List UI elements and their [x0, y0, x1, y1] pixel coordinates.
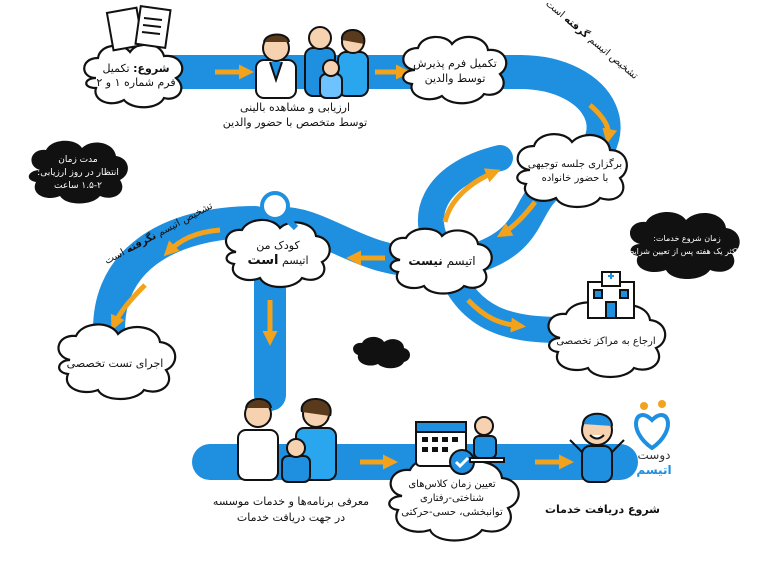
clouds	[57, 35, 667, 542]
dark-clouds	[28, 140, 740, 369]
start-line1: شروع: تکمیل	[102, 62, 170, 75]
logo: دوست اتیسم	[622, 448, 686, 478]
node-guidance-session: برگزاری جلسه توجیهی با حضور خانواده	[520, 158, 630, 186]
node-specialized-test: اجرای تست تخصصی	[66, 357, 164, 370]
cloud-referral	[547, 301, 667, 379]
arrow-3	[588, 103, 618, 144]
intake-line2: توسط والدین	[424, 72, 486, 85]
wait-line2: انتظار در روز ارزیابی:	[37, 168, 119, 178]
service-time-line1: زمان شروع خدمات:	[653, 234, 721, 243]
node-autistic: کودک من اتیسم است	[232, 238, 324, 268]
cloud-guidance	[516, 133, 628, 209]
class-line1: تعیین زمان کلاس‌های	[408, 479, 496, 490]
node-class-schedule: تعیین زمان کلاس‌های شناختی-رفتاری توانبخ…	[392, 478, 512, 520]
wait-line3: ۱.۵-۲ ساعت	[54, 181, 102, 191]
program-line1: معرفی برنامه‌ها و خدمات موسسه	[212, 495, 370, 508]
cloud-specialized-test	[57, 323, 177, 401]
class-line2: شناختی-رفتاری	[420, 493, 484, 504]
node-not-autistic: اتیسم نیست	[396, 254, 488, 269]
node-service-start: شروع دریافت خدمات	[544, 503, 660, 516]
service-time-line2: حداکثر یک هفته پس از تعیین شرایط	[626, 247, 748, 256]
logo-line1: دوست	[637, 448, 671, 462]
therapist-child-icon	[469, 416, 505, 463]
info-service-time: زمان شروع خدمات: حداکثر یک هفته پس از تع…	[622, 232, 752, 258]
cloud-wait-time	[28, 140, 128, 204]
wait-line1: مدت زمان	[58, 155, 98, 165]
orange-arrows	[110, 64, 618, 470]
path-left-arc	[93, 206, 271, 361]
cloud-intake	[402, 35, 508, 105]
heart-logo-icon	[634, 400, 670, 451]
magnifier-icon	[260, 191, 299, 231]
guidance-line1: برگزاری جلسه توجیهی	[527, 159, 623, 170]
cloud-small-dark	[353, 336, 410, 369]
node-program-intro: معرفی برنامه‌ها و خدمات موسسه در جهت دری…	[196, 494, 386, 526]
cloud-autistic	[225, 218, 331, 289]
program-line2: در جهت دریافت خدمات	[236, 511, 346, 524]
hospital-icon	[587, 271, 635, 319]
family-group-icon	[237, 398, 337, 483]
happy-child-icon	[569, 412, 625, 483]
node-intake-form: تکمیل فرم پذیرش توسط والدین	[405, 56, 505, 86]
flow-paths	[93, 55, 638, 480]
not-autistic-bold: نیست	[408, 254, 443, 268]
arrow-8	[110, 283, 147, 331]
node-evaluation: ارزیابی و مشاهده بالینی توسط متخصص با حض…	[210, 100, 380, 130]
arrow-9	[466, 298, 526, 333]
arrow-7	[163, 227, 221, 257]
info-wait-time: مدت زمان انتظار در روز ارزیابی: ۱.۵-۲ سا…	[28, 154, 128, 193]
cloud-not-autistic	[389, 227, 493, 295]
not-autistic-text: اتیسم	[442, 254, 476, 268]
evaluation-line2: توسط متخصص با حضور والدین	[222, 116, 368, 129]
start-line2: فرم شماره ۱ و ۲	[96, 76, 176, 89]
logo-line2: اتیسم	[636, 463, 672, 477]
cloud-start	[83, 43, 184, 109]
autistic-line2: اتیسم است	[247, 253, 309, 268]
node-start: شروع: تکمیل فرم شماره ۱ و ۲	[88, 62, 184, 90]
doctor-icon	[255, 33, 297, 99]
family-icon	[304, 26, 369, 99]
intake-line1: تکمیل فرم پذیرش	[413, 57, 497, 70]
class-line3: توانبخشی، حسی-حرکتی	[401, 507, 503, 518]
arrow-4	[496, 200, 537, 238]
cloud-service-time	[629, 211, 740, 279]
documents-icon	[105, 4, 172, 52]
guidance-line2: با حضور خانواده	[541, 173, 609, 184]
autistic-line1: کودک من	[256, 239, 300, 252]
arrow-5	[442, 168, 501, 223]
evaluation-line1: ارزیابی و مشاهده بالینی	[239, 101, 351, 114]
calendar-icon	[415, 421, 475, 475]
node-referral: ارجاع به مراکز تخصصی	[556, 336, 656, 347]
